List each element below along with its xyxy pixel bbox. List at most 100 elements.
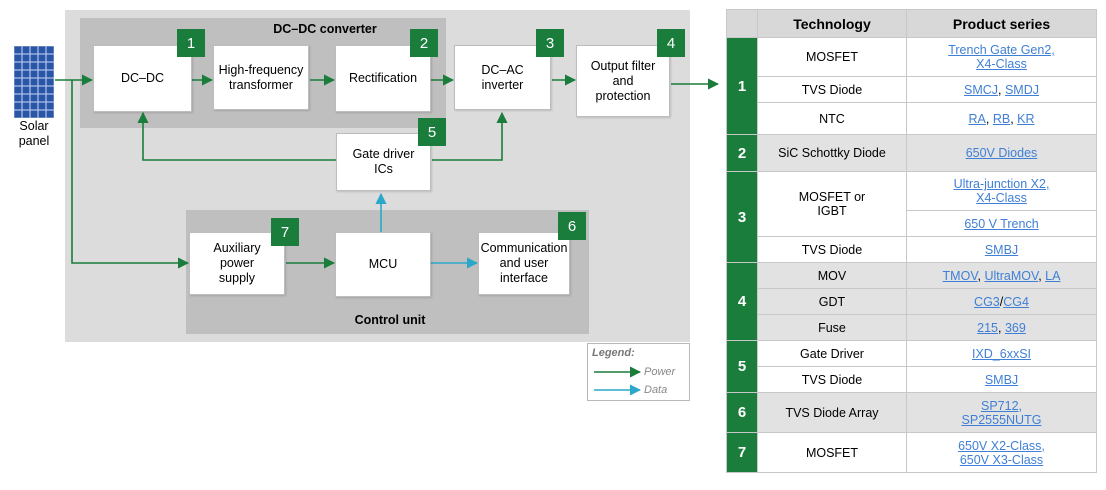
product-link[interactable]: X4-Class xyxy=(976,191,1027,205)
solar-panel-icon xyxy=(13,45,55,119)
separator: , xyxy=(998,82,1005,97)
table-cell-technology: MOV xyxy=(757,262,907,289)
product-table: Technology Product series 1 MOSFET Trenc… xyxy=(726,9,1097,473)
legend-arrows xyxy=(594,366,642,395)
table-cell-technology: MOSFET or IGBT xyxy=(757,171,907,237)
table-cell-technology: SiC Schottky Diode xyxy=(757,134,907,172)
power-line-solar-aux xyxy=(71,80,190,269)
table-row: 7 MOSFET 650V X2-Class, 650V X3-Class xyxy=(726,432,1097,473)
block-number-2: 2 xyxy=(410,29,438,57)
table-cell-products: TMOV, UltraMOV, LA xyxy=(906,262,1097,289)
table-cell-products: SMBJ xyxy=(906,366,1097,393)
separator: , xyxy=(977,268,985,283)
table-group-number: 2 xyxy=(726,134,758,172)
table-cell-products: Trench Gate Gen2, X4-Class xyxy=(906,37,1097,77)
table-cell-products: SMBJ xyxy=(906,236,1097,263)
product-link[interactable]: RB xyxy=(992,111,1011,126)
product-link[interactable]: IXD_6xxSI xyxy=(971,346,1032,361)
table-cell-technology: TVS Diode xyxy=(757,76,907,103)
table-cell-technology: MOSFET xyxy=(757,37,907,77)
table-row: GDT CG3/CG4 xyxy=(727,288,1097,315)
table-row: 6 TVS Diode Array SP712, SP2555NUTG xyxy=(726,392,1097,433)
product-link[interactable]: 369 xyxy=(1004,320,1026,335)
product-link[interactable]: KR xyxy=(1017,111,1035,126)
table-group-number: 5 xyxy=(726,340,758,393)
block-number-4: 4 xyxy=(657,29,685,57)
table-row: TVS Diode SMBJ xyxy=(727,366,1097,393)
table-cell-technology: TVS Diode Array xyxy=(757,392,907,433)
table-cell-products: 650 V Trench xyxy=(906,210,1097,237)
gate-driver-block: Gate driver ICs xyxy=(336,133,431,191)
product-link[interactable]: SP2555NUTG xyxy=(961,412,1042,427)
separator: , xyxy=(998,320,1005,335)
table-row: TVS Diode SMBJ xyxy=(727,236,1097,263)
product-link[interactable]: Trench Gate Gen2, xyxy=(948,43,1055,57)
table-cell-technology: NTC xyxy=(757,102,907,135)
table-group-number: 1 xyxy=(726,37,758,135)
product-link[interactable]: SMDJ xyxy=(1004,82,1039,97)
table-row: TVS Diode SMCJ, SMDJ xyxy=(727,76,1097,103)
product-link[interactable]: SMBJ xyxy=(984,372,1019,387)
product-link[interactable]: LA xyxy=(1045,268,1061,283)
separator: , xyxy=(985,111,993,126)
legend-title: Legend: xyxy=(592,347,635,359)
product-link[interactable]: TMOV xyxy=(942,268,978,283)
product-link[interactable]: SMCJ xyxy=(963,82,999,97)
table-cell-products: RA, RB, KR xyxy=(906,102,1097,135)
block-number-3: 3 xyxy=(536,29,564,57)
communication-block: Communication and user interface xyxy=(478,232,570,295)
legend-data-label: Data xyxy=(644,384,668,396)
table-cell-products: 650V X2-Class, 650V X3-Class xyxy=(906,432,1097,473)
product-link[interactable]: 650V X2-Class, xyxy=(958,438,1045,453)
hf-transformer-block: High-frequency transformer xyxy=(213,45,309,110)
separator: , xyxy=(1010,111,1018,126)
block-number-7: 7 xyxy=(271,218,299,246)
product-link[interactable]: SMBJ xyxy=(984,242,1019,257)
product-link[interactable]: CG4 xyxy=(1003,294,1029,309)
table-row: NTC RA, RB, KR xyxy=(727,102,1097,135)
table-row: 650 V Trench xyxy=(727,210,1097,237)
product-link[interactable]: CG3 xyxy=(974,294,1000,309)
product-link[interactable]: 650V X3-Class xyxy=(959,452,1044,467)
mcu-block: MCU xyxy=(335,232,431,297)
table-cell-technology: MOSFET xyxy=(757,432,907,473)
table-row: 1 MOSFET Trench Gate Gen2, X4-Class xyxy=(726,37,1097,135)
table-row: 5 Gate Driver IXD_6xxSI xyxy=(726,340,1097,393)
product-link[interactable]: 215 xyxy=(977,320,999,335)
block-number-5: 5 xyxy=(418,118,446,146)
product-link[interactable]: UltraMOV xyxy=(984,268,1039,283)
table-cell-products: 215, 369 xyxy=(906,314,1097,341)
table-cell-products: Ultra-junction X2, X4-Class xyxy=(906,171,1097,211)
table-row: Fuse 215, 369 xyxy=(727,314,1097,341)
table-cell-products: SP712, SP2555NUTG xyxy=(906,392,1097,433)
table-header-row: Technology Product series xyxy=(726,9,1097,38)
dcdc-converter-label: DC–DC converter xyxy=(273,22,377,36)
output-filter-block: Output filter and protection xyxy=(576,45,670,117)
table-cell-technology: TVS Diode xyxy=(757,366,907,393)
control-unit-label: Control unit xyxy=(354,313,426,327)
dcdc-block: DC–DC xyxy=(93,45,192,112)
product-link[interactable]: Ultra-junction X2, xyxy=(953,177,1050,191)
product-link[interactable]: 650V Diodes xyxy=(965,146,1038,160)
table-header-number xyxy=(726,9,758,38)
block-number-6: 6 xyxy=(558,212,586,240)
table-row: 2 SiC Schottky Diode 650V Diodes xyxy=(726,134,1097,172)
table-cell-technology: TVS Diode xyxy=(757,236,907,263)
table-header-technology: Technology xyxy=(757,9,907,38)
table-cell-products: SMCJ, SMDJ xyxy=(906,76,1097,103)
legend-power-label: Power xyxy=(644,366,676,378)
product-link[interactable]: X4-Class xyxy=(976,57,1027,71)
product-link[interactable]: 650 V Trench xyxy=(964,216,1039,231)
table-cell-technology: Fuse xyxy=(757,314,907,341)
table-cell-technology: Gate Driver xyxy=(757,340,907,367)
solar-panel-label: Solar panel xyxy=(18,119,50,148)
table-group-number: 3 xyxy=(726,171,758,263)
table-group-number: 7 xyxy=(726,432,758,473)
block-number-1: 1 xyxy=(177,29,205,57)
product-link[interactable]: SP712, xyxy=(980,398,1022,413)
separator: / xyxy=(999,294,1004,309)
table-cell-products: CG3/CG4 xyxy=(906,288,1097,315)
product-link[interactable]: RA xyxy=(968,111,986,126)
table-header-product-series: Product series xyxy=(906,9,1097,38)
table-row: 4 MOV TMOV, UltraMOV, LA xyxy=(726,262,1097,341)
